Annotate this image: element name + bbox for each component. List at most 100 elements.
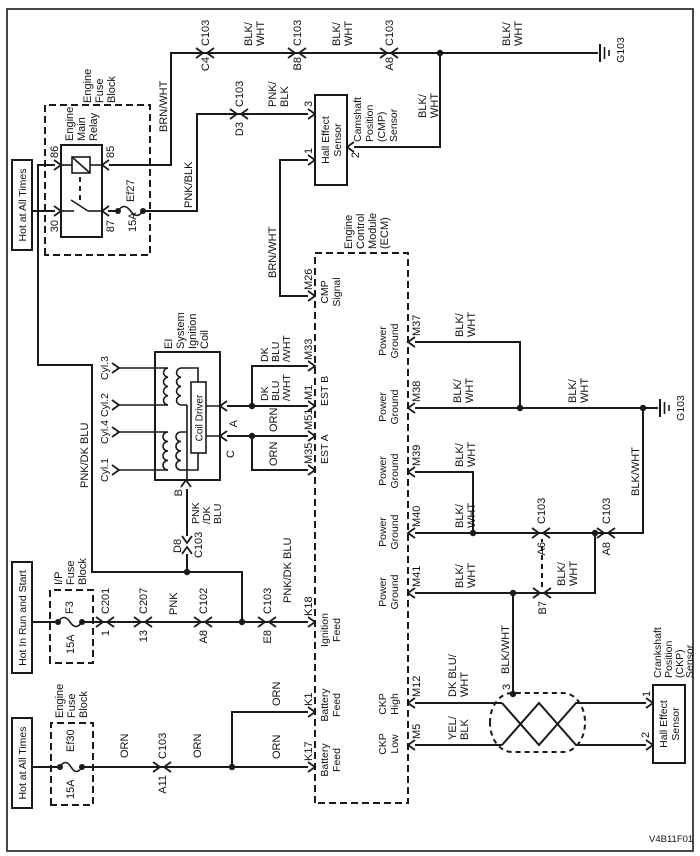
coil-terminal-a-icon (218, 400, 228, 412)
wiring-lines (32, 52, 658, 768)
connector-name: C103 (601, 498, 613, 524)
wire-label-blk-wht: BLK/WHT (630, 447, 642, 496)
coil-label: Coil (199, 330, 211, 349)
wire-label-pnk-dk-blu: PNK/DK BLU (79, 423, 91, 488)
wire-label-pnk: PNK (168, 592, 180, 615)
connector-e8-c103: E8 C103 (257, 588, 277, 643)
wire-label-brn-wht: BRN/WHT (158, 80, 170, 132)
cmp-pin-1-icon (307, 154, 317, 166)
wire-label-orn: ORN (268, 442, 280, 467)
pin-number: 2 (350, 152, 362, 158)
wire-label-blk-wht: WHT (429, 93, 441, 118)
wire-label-dk-blu-wht: BLU (270, 342, 282, 362)
page-border (6, 8, 694, 852)
cylinder-label: Cyl.3 (99, 356, 111, 380)
ecm-pin: K18 (303, 596, 315, 616)
wire-label-pnk-dk-blu: BLU (212, 504, 224, 524)
block-label: I/P (53, 572, 65, 585)
relay-label: Engine (64, 107, 76, 141)
engine-fuse-block-1: Engine Fuse Block (44, 69, 151, 256)
engine-fuse-block-2: Engine Fuse Block Ef30 15A (50, 684, 94, 806)
wire-label-dk-blu-wht: DK (259, 347, 271, 362)
shield-twisted-pair: 3 (489, 684, 586, 753)
ecm-label: Control (355, 214, 367, 249)
feed-label: Hot In Run and Start (17, 570, 29, 666)
connector-name: C102 (198, 588, 210, 614)
wire-label-blk-wht: BLK/ (454, 503, 466, 528)
ecm-pin: M5 (411, 724, 423, 739)
connector-b7: B7 (532, 587, 552, 614)
wire-label-dk-blu-wht: /WHT (281, 335, 293, 362)
wire-label-blk-wht: BLK/WHT (500, 625, 512, 674)
connector-name: C103 (200, 20, 212, 46)
wire-label-pnk-blk: PNK/BLK (183, 161, 195, 208)
ecm-pin-function: Power (377, 326, 389, 356)
ecm-pin-function: Ground (389, 453, 401, 488)
terminal-letter: B (173, 489, 185, 496)
wire-label-pnk-dk-blu: PNK/DK BLU (282, 538, 294, 603)
wire-label-orn: ORN (119, 734, 131, 759)
wire-label-orn: ORN (271, 682, 283, 707)
sensor-name: Position (364, 104, 376, 142)
cmp-pin-2-icon (345, 141, 355, 153)
wire-label-blk-wht: WHT (466, 312, 478, 337)
connector-cavity: 13 (138, 630, 150, 642)
connector-cavity: A8 (198, 630, 210, 643)
wire-label-blk-wht: WHT (513, 21, 525, 46)
feed-label: Hot at All Times (17, 727, 29, 800)
ecm-top-pin-arrows (307, 290, 317, 773)
block-label: Fuse (94, 79, 106, 103)
ecm-pin: M12 (411, 676, 423, 697)
connector-c207: 13 C207 (133, 588, 153, 642)
pin-number: 2 (640, 732, 652, 738)
wire-label-brn-wht: BRN/WHT (267, 226, 279, 278)
ecm-pin: M38 (411, 381, 423, 402)
ecm-pin: M35 (303, 443, 315, 464)
wire-label-blk-wht: BLK/ (454, 563, 466, 588)
block-label: Engine (82, 69, 94, 103)
ecm-pin-function: Ground (389, 514, 401, 549)
ecm-pin-function: Ground (389, 323, 401, 358)
block-label: Fuse (65, 561, 77, 585)
wire-label-blk-wht: BLK/ (331, 21, 343, 46)
ecm-pin: M51 (303, 409, 315, 430)
ecm-pin-function: Battery (319, 743, 331, 777)
ecm-pin-function: EST B (319, 376, 331, 406)
cmp-pin-3-icon (307, 108, 317, 120)
ecm-pin-function: Feed (331, 693, 343, 717)
wire-label-yel-blk: YEL/ (447, 715, 459, 740)
terminal-letter: C (225, 450, 237, 458)
connector-name: C103 (234, 81, 246, 107)
wire-label-blk-wht: BLK/ (454, 312, 466, 337)
coil-label: Ignition (187, 314, 199, 349)
connector-cavity: A6 (536, 542, 548, 555)
ecm-pin-function: Ground (389, 389, 401, 424)
ecm-pin-function: Power (377, 517, 389, 547)
wire-label-blk-wht: WHT (343, 21, 355, 46)
fuse-rating: 15A (65, 779, 77, 799)
ecm-pin-function: Ground (389, 574, 401, 609)
ecm-label: Module (367, 213, 379, 249)
ecm-pin: K17 (303, 741, 315, 761)
fuse-name: F3 (64, 601, 76, 614)
connector-name: C103 (157, 733, 169, 759)
connector-a8-c103-bottom: A8 C103 (596, 498, 616, 555)
ecm-pin-function: CMP (319, 280, 331, 303)
wire-label-blk-wht: WHT (255, 21, 267, 46)
connector-c4-c103: C4 C103 (195, 20, 215, 71)
ecm-pin: M1 (303, 385, 315, 400)
ecm-pin-function: Battery (319, 688, 331, 722)
coil-terminal-c-icon (218, 430, 228, 442)
ckp-pin-1-icon (645, 697, 655, 709)
coil-terminal-b-icon (180, 478, 192, 488)
wire-labels: BRN/WHT BLK/ WHT BLK/ WHT BLK/ WHT BLK/ … (79, 21, 642, 759)
sensor-box-label: Sensor (332, 123, 344, 157)
ecm-label: (ECM) (379, 217, 391, 249)
sensor-name: (CKP) (674, 649, 686, 678)
ecm-pin-function: Signal (331, 277, 343, 306)
feed-box-hot-at-all-times-1: Hot at All Times (11, 159, 33, 251)
ecm-pin-function: Power (377, 456, 389, 486)
block-label: Block (78, 691, 90, 718)
cmp-sensor: Hall Effect Sensor 3 1 2 Camshaft Positi… (303, 94, 400, 186)
connector-cavity: A8 (601, 542, 613, 555)
